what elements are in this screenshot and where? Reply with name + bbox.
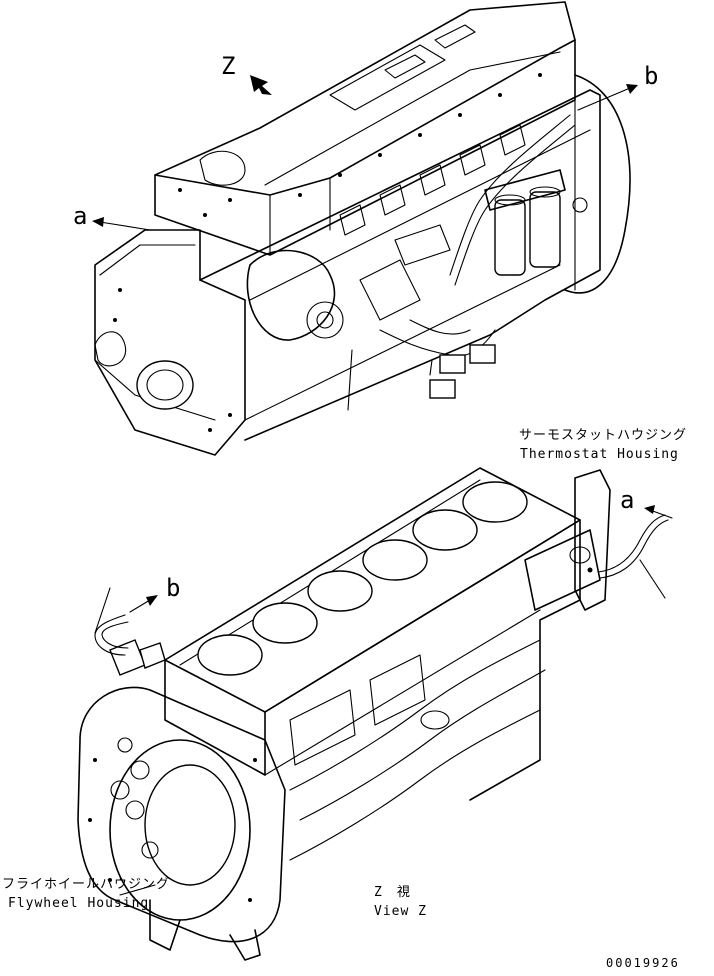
thermostat-housing-en: Thermostat Housing bbox=[520, 447, 679, 462]
top-engine-illustration bbox=[92, 1, 638, 456]
thermostat-housing-jp: サーモスタットハウジング bbox=[519, 428, 688, 443]
label-b-top: b bbox=[644, 62, 659, 90]
view-z-caption-jp: Z 視 bbox=[374, 885, 411, 900]
view-z-marker: Z bbox=[221, 52, 236, 80]
drawing-number: 00019926 bbox=[606, 956, 680, 970]
label-a-top: a bbox=[73, 202, 88, 230]
bottom-engine-illustration bbox=[77, 467, 673, 961]
label-a-bottom: a bbox=[620, 486, 635, 514]
view-z-caption-en: View Z bbox=[374, 904, 427, 919]
flywheel-housing-en: Flywheel Housing bbox=[8, 896, 150, 911]
label-b-bottom: b bbox=[166, 574, 181, 602]
flywheel-housing-jp: フライホイールハウジング bbox=[2, 877, 171, 892]
